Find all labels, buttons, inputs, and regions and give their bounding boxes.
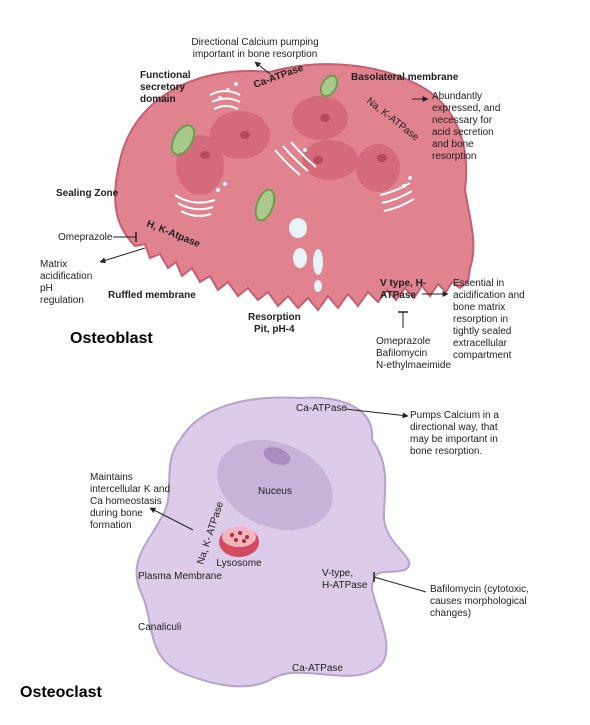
v-type-note: Essential in acidification and bone matr… (453, 278, 525, 361)
osteoclast-nucleus (217, 440, 333, 530)
canaliculi-label: Canaliculi (138, 622, 181, 633)
omeprazole-label: Omeprazole (58, 232, 113, 243)
osteoclast-title: Osteoclast (20, 684, 102, 701)
maintains-note-line: formation (90, 520, 132, 531)
osteoblast-cell-body (114, 63, 475, 312)
nucleus-label: Nuceus (258, 486, 292, 497)
nucleolus (377, 154, 387, 162)
matrix-note-line: Matrix (40, 259, 67, 270)
ruffled-membrane-label: Ruffled membrane (108, 290, 196, 301)
na-k-arrow (149, 507, 194, 531)
bafilomycin-note-line: changes) (430, 608, 471, 619)
maintains-note: Maintains intercellular K and Ca homeost… (90, 472, 170, 531)
v-type-note-line: bone matrix (453, 302, 505, 313)
golgi-apparatus (174, 90, 415, 217)
matrix-note-line: regulation (40, 295, 84, 306)
lysosome-icon (219, 527, 259, 557)
v-type-line: V type, H- (380, 278, 426, 289)
osteoblast-nucleus (302, 140, 358, 180)
pumps-note-line: may be important in (410, 434, 498, 445)
ca-atpase-top-label: Ca-ATPase (296, 403, 347, 414)
osteoblast-title: Osteoblast (70, 330, 153, 347)
pumps-note-line: bone resorption. (410, 446, 482, 457)
resorption-pit-line: Resorption (248, 312, 301, 323)
functional-secretory-line: domain (140, 94, 176, 105)
v-type-note-line: extracellular (453, 338, 508, 349)
maintains-note-line: Ca homeostasis (90, 496, 162, 507)
pumps-note-line: directional way, that (410, 422, 498, 433)
v-type-line: H-ATPase (322, 580, 368, 591)
osteoblast-nucleus (356, 144, 400, 192)
na-k-note-line: Abundantly (432, 91, 482, 102)
bafilomycin-line (373, 576, 427, 593)
mitochondrion (170, 124, 196, 156)
basolateral-label: Basolateral membrane (351, 72, 459, 83)
osteoclast-cell-body (135, 396, 411, 688)
nucleolus (200, 151, 210, 159)
v-type-note-line: compartment (453, 350, 512, 361)
resorption-pit-line: Pit, pH-4 (254, 324, 295, 335)
na-k-note-line: resorption (432, 151, 476, 162)
pumps-note: Pumps Calcium in a directional way, that… (410, 410, 499, 457)
ca-atpase-bottom-label: Ca-ATPase (292, 663, 343, 674)
matrix-note-line: acidification (40, 271, 92, 282)
vesicles (216, 82, 412, 292)
v-type-note-line: tightly sealed (453, 326, 511, 337)
functional-secretory-line: Functional (140, 70, 191, 81)
maintains-note-line: intercellular K and (90, 484, 170, 495)
matrix-note-line: pH (40, 283, 53, 294)
osteoclast-cell (135, 396, 411, 688)
bafilomycin-note-line: Bafilomycin (cytotoxic, (430, 584, 529, 595)
inhibitor-line-text: Bafilomycin (376, 348, 427, 359)
inhibitor-line-text: Omeprazole (376, 336, 431, 347)
na-k-note-line: and bone (432, 139, 474, 150)
bafilomycin-note: Bafilomycin (cytotoxic, causes morpholog… (430, 584, 529, 619)
calcium-note-line: Directional Calcium pumping (191, 37, 318, 48)
bafilomycin-note-line: causes morphological (430, 596, 527, 607)
functional-secretory-line: secretory (140, 82, 185, 93)
nucleolus (240, 131, 250, 139)
na-k-note-line: necessary for (432, 115, 493, 126)
matrix-note: Matrix acidification pH regulation (40, 259, 92, 306)
mitochondrion (319, 74, 339, 98)
calcium-arrow (254, 61, 271, 75)
na-k-note: Abundantly expressed, and necessary for … (432, 91, 500, 162)
nucleolus (263, 447, 291, 465)
v-type-note-line: acidification and (453, 290, 525, 301)
maintains-note-line: during bone (90, 508, 143, 519)
sealing-zone-label: Sealing Zone (56, 188, 119, 199)
inhibitor-line-text: N-ethylmaeimide (376, 360, 451, 371)
v-type-line: ATPase (380, 290, 416, 301)
v-type-line: V-type, (322, 568, 353, 579)
lysosome-label: Lysosome (216, 558, 262, 569)
nucleolus (320, 114, 330, 122)
osteoblast-cell (114, 63, 475, 312)
plasma-membrane-label: Plasma Membrane (138, 571, 222, 582)
matrix-arrow (99, 247, 146, 264)
v-type-note-line: resorption in (453, 314, 508, 325)
ca-atpase-arrow (344, 408, 409, 419)
maintains-note-line: Maintains (90, 472, 133, 483)
mitochondrion (254, 188, 276, 222)
calcium-note-line: important in bone resorption (193, 49, 318, 60)
nucleolus (313, 156, 323, 164)
pumps-note-line: Pumps Calcium in a (410, 410, 499, 421)
na-k-note-line: expressed, and (432, 103, 500, 114)
na-k-note-line: acid secretion (432, 127, 494, 138)
v-type-note-line: Essential in (453, 278, 504, 289)
